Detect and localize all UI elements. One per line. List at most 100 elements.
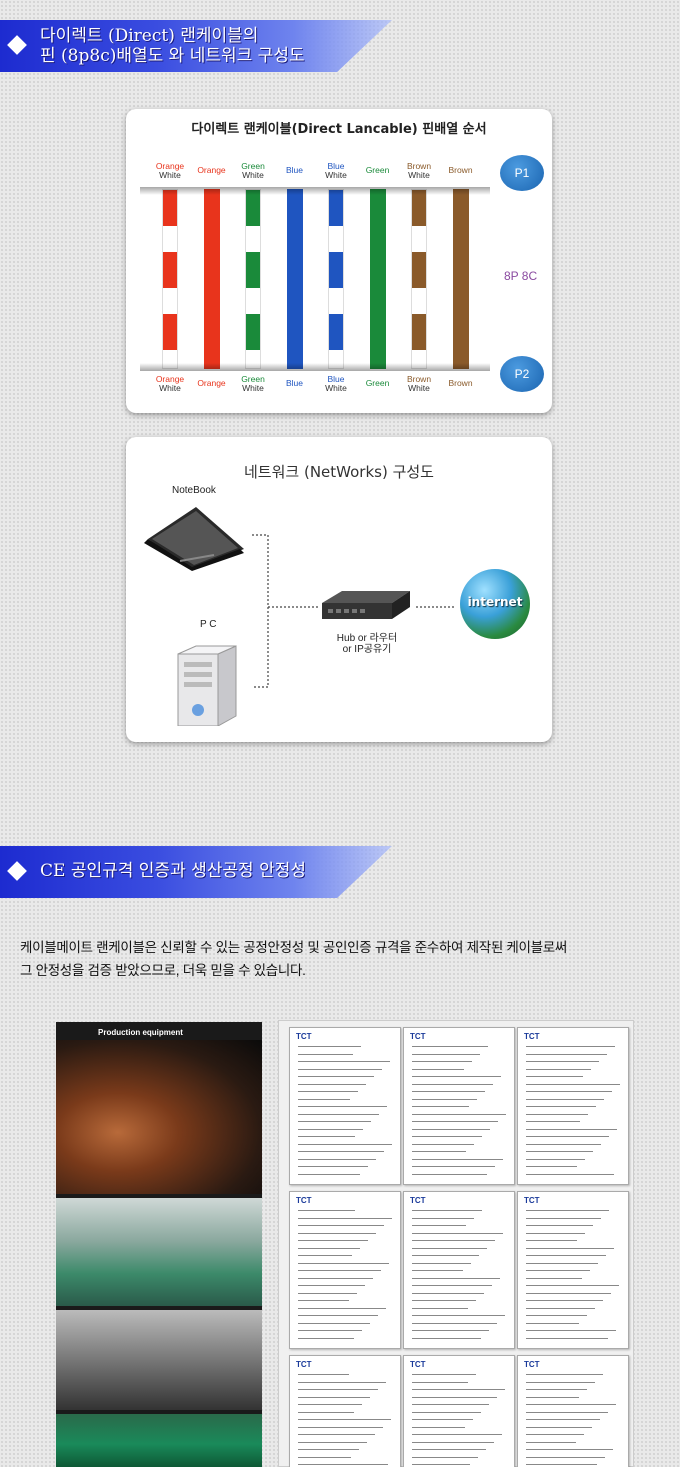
text-line xyxy=(412,1098,477,1100)
text-line xyxy=(412,1240,495,1241)
text-line xyxy=(526,1381,595,1383)
text-line xyxy=(298,1315,378,1316)
text-line xyxy=(526,1166,577,1167)
p2-badge: P2 xyxy=(500,356,544,392)
text-line xyxy=(412,1277,500,1279)
tct-logo: TCT xyxy=(410,1360,426,1369)
text-line xyxy=(526,1449,613,1450)
wire-label-stripe: White xyxy=(408,383,430,393)
certificate-page-9: TCT xyxy=(517,1355,629,1467)
tct-logo: TCT xyxy=(296,1196,312,1205)
text-line xyxy=(298,1255,352,1256)
wire-label-name: Orange xyxy=(197,165,226,175)
text-line xyxy=(526,1113,588,1115)
text-line xyxy=(412,1307,468,1309)
text-line xyxy=(526,1419,600,1420)
wire-label-top-6: Green xyxy=(356,166,400,175)
wire-label-top-2: Orange xyxy=(190,166,234,175)
pinout-card: 다이렉트 랜케이블(Direct Lancable) 핀배열 순서 Orange… xyxy=(126,109,552,413)
text-line xyxy=(526,1456,605,1458)
tct-logo: TCT xyxy=(524,1196,540,1205)
text-line xyxy=(526,1315,587,1316)
certificate-page-1: TCT xyxy=(289,1027,401,1185)
certificate-page-5: TCT xyxy=(403,1191,515,1349)
text-line xyxy=(298,1151,384,1152)
text-line xyxy=(412,1419,473,1420)
text-line xyxy=(298,1091,358,1092)
text-line xyxy=(526,1411,608,1413)
text-line xyxy=(412,1061,472,1062)
wire-label-name: Brown xyxy=(406,374,432,384)
text-line xyxy=(526,1128,617,1130)
text-line xyxy=(298,1322,370,1324)
text-line xyxy=(298,1262,389,1264)
section-title-line2: 핀 (8p8c)배열도 와 네트워크 구성도 xyxy=(40,46,305,66)
text-line xyxy=(412,1091,485,1092)
text-line xyxy=(526,1277,582,1279)
wire-label-stripe: White xyxy=(159,170,181,180)
section2-title: CE 공인규격 인증과 생산공정 안정성 xyxy=(40,861,306,881)
text-line xyxy=(298,1434,375,1435)
text-line xyxy=(412,1315,505,1316)
wire-label-bottom-2: Orange xyxy=(190,379,234,388)
text-line xyxy=(298,1113,379,1115)
text-line xyxy=(526,1151,593,1152)
production-header: Production equipment xyxy=(98,1028,183,1037)
text-line xyxy=(298,1106,387,1107)
text-line xyxy=(526,1307,595,1309)
text-line xyxy=(526,1106,596,1107)
tct-logo: TCT xyxy=(410,1196,426,1205)
text-line xyxy=(298,1053,353,1055)
network-title: 네트워크 (NetWorks) 구성도 xyxy=(244,463,434,481)
text-line xyxy=(298,1173,360,1175)
text-line xyxy=(526,1121,580,1122)
certificate-page-6: TCT xyxy=(517,1191,629,1349)
wire-label-name: Blue xyxy=(285,378,303,388)
text-line xyxy=(412,1166,495,1167)
text-line xyxy=(526,1091,612,1092)
text-line xyxy=(412,1330,489,1331)
text-line xyxy=(412,1374,476,1375)
text-line xyxy=(298,1381,386,1383)
text-line xyxy=(526,1434,584,1435)
text-line xyxy=(526,1374,603,1375)
text-line xyxy=(412,1381,468,1383)
wire-label-name: Green xyxy=(241,161,265,171)
text-line xyxy=(298,1217,392,1219)
text-line xyxy=(526,1143,601,1145)
wire-1 xyxy=(162,189,178,369)
text-line xyxy=(412,1337,481,1339)
hub-icon xyxy=(322,591,410,619)
text-line xyxy=(526,1046,615,1047)
text-line xyxy=(412,1113,506,1115)
connector-edge-top xyxy=(140,187,490,195)
text-line xyxy=(526,1158,585,1160)
wire-4 xyxy=(286,189,303,369)
text-line xyxy=(412,1441,494,1443)
text-line xyxy=(526,1210,609,1211)
text-line xyxy=(412,1389,505,1390)
text-line xyxy=(298,1285,365,1286)
wire-label-name: Blue xyxy=(285,165,303,175)
text-line xyxy=(412,1270,463,1271)
text-line xyxy=(298,1270,381,1271)
text-line xyxy=(298,1441,367,1443)
text-line xyxy=(412,1262,471,1264)
text-line xyxy=(298,1098,350,1100)
wire-label-bottom-4: Blue xyxy=(273,379,317,388)
text-line xyxy=(526,1068,591,1070)
text-line xyxy=(526,1240,577,1241)
text-line xyxy=(298,1076,374,1077)
text-line xyxy=(526,1173,614,1175)
text-line xyxy=(298,1277,373,1279)
description-line2: 그 안정성을 검증 받았으므로, 더욱 믿을 수 있습니다. xyxy=(20,963,306,978)
text-line xyxy=(526,1426,592,1428)
notebook-label: NoteBook xyxy=(172,485,216,496)
text-line xyxy=(298,1166,368,1167)
text-line xyxy=(298,1046,361,1047)
wire-label-name: Green xyxy=(365,165,390,175)
text-line xyxy=(412,1300,476,1301)
